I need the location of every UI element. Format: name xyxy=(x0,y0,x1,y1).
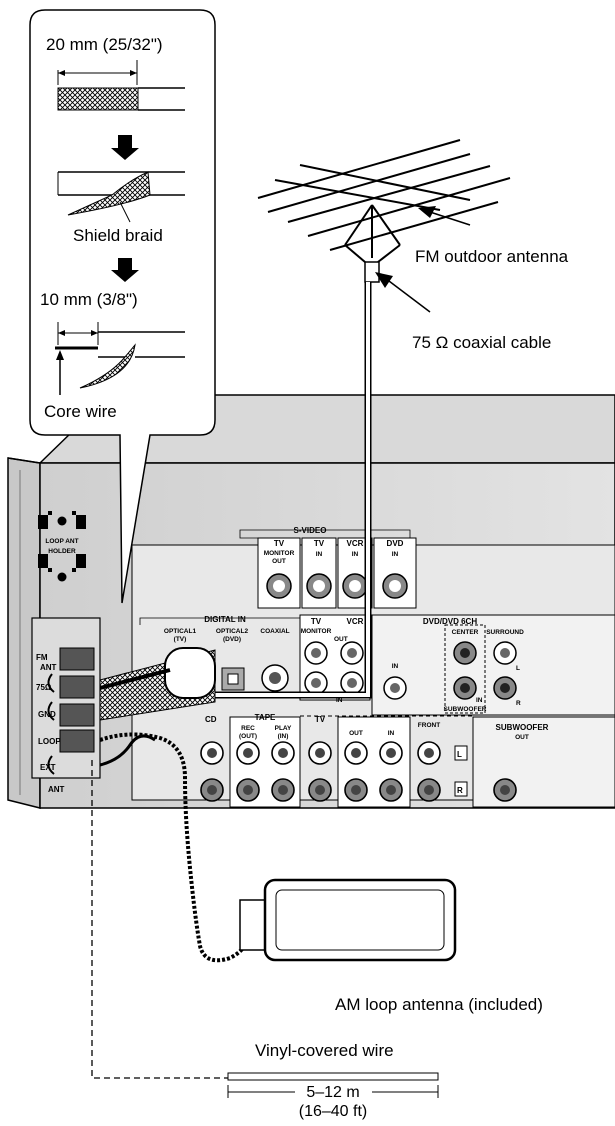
fm-ant-label: FM xyxy=(36,653,48,662)
loop-label: LOOP xyxy=(38,737,61,746)
wire-length-m: 5–12 m xyxy=(306,1084,359,1101)
fm-outdoor-antenna-label: FM outdoor antenna xyxy=(415,247,569,266)
loop-ant-holder-label: LOOP ANT xyxy=(45,538,78,545)
tv-label: TV xyxy=(311,617,322,626)
s-video-section: S-VIDEO TV MONITOR OUT TV IN VCR IN DVD … xyxy=(239,526,417,609)
surround-label: SURROUND xyxy=(486,629,524,636)
am-loop-antenna-label: AM loop antenna (included) xyxy=(335,995,543,1014)
vinyl-covered-wire xyxy=(91,760,439,1098)
gnd-label: GND xyxy=(38,710,56,719)
ext-label: EXT xyxy=(40,763,56,772)
r-badge: R xyxy=(457,786,463,795)
cable-prep-inset xyxy=(29,9,216,604)
cd-label: CD xyxy=(205,715,217,724)
s-video-label: S-VIDEO xyxy=(294,526,327,535)
loop-ant-holder-label-2: HOLDER xyxy=(48,548,76,555)
surround-l: L xyxy=(516,665,520,672)
coaxial-label: COAXIAL xyxy=(260,628,289,635)
fm-outdoor-antenna xyxy=(257,139,511,283)
s-video-out-label: OUT xyxy=(272,558,286,565)
strip-length-10mm: 10 mm (3/8") xyxy=(40,290,138,309)
tape-label: TAPE xyxy=(255,713,276,722)
tv-vcr-monitor-section: TV MONITOR OUT VCR IN xyxy=(299,614,371,704)
rec-label: REC xyxy=(241,725,255,732)
rec-out-label: (OUT) xyxy=(239,733,257,740)
play-in-label: (IN) xyxy=(278,733,289,740)
antenna-terminal-block: FM ANT 75Ω GND LOOP EXT ANT xyxy=(31,617,101,794)
vcr-out-label: OUT xyxy=(349,730,363,737)
s-video-dvd-label: DVD xyxy=(387,539,404,548)
s-video-tv-in-sub: IN xyxy=(316,551,323,558)
optical1-label: OPTICAL1 xyxy=(164,628,197,635)
subwoofer-out-label: SUBWOOFER xyxy=(496,723,549,732)
subwoofer-out-sub: OUT xyxy=(515,734,529,741)
l-badge: L xyxy=(457,750,462,759)
digital-in-section: DIGITAL IN OPTICAL1 (TV) OPTICAL2 (DVD) … xyxy=(139,615,301,692)
subwoofer-in-label: IN xyxy=(476,697,483,704)
ant-label: ANT xyxy=(48,785,65,794)
s-video-tv-label: TV xyxy=(274,539,285,548)
dvd-in-label: IN xyxy=(392,663,399,670)
front-label: FRONT xyxy=(418,722,440,729)
in-label: IN xyxy=(336,697,343,704)
am-loop-antenna xyxy=(99,732,457,963)
s-video-tv-in-label: TV xyxy=(314,539,325,548)
vinyl-wire-label: Vinyl-covered wire xyxy=(255,1041,394,1060)
ohm75-label: 75Ω xyxy=(36,683,52,692)
subwoofer-small-label: SUBWOOFER xyxy=(444,706,487,713)
digital-in-label: DIGITAL IN xyxy=(204,615,246,624)
optical2-sub: (DVD) xyxy=(223,636,241,643)
coax-braid-at-terminal xyxy=(99,647,216,721)
dvd-6ch-label: DVD/DVD 6CH xyxy=(423,617,477,626)
fm-ant-label-2: ANT xyxy=(40,663,57,672)
dvd-6ch-section: DVD/DVD 6CH IN CENTER IN SUBWOOFER SURRO… xyxy=(371,614,615,716)
vcr-in-label: IN xyxy=(388,730,395,737)
s-video-vcr-in: IN xyxy=(352,551,359,558)
core-wire-label: Core wire xyxy=(44,402,117,421)
loop-antenna-holder: LOOP ANT HOLDER xyxy=(38,511,86,582)
s-video-monitor-label: MONITOR xyxy=(264,550,295,557)
optical1-sub: (TV) xyxy=(174,636,187,643)
monitor-label: MONITOR xyxy=(301,628,332,635)
surround-r: R xyxy=(516,700,521,707)
optical2-label: OPTICAL2 xyxy=(216,628,249,635)
down-arrow-icon xyxy=(111,135,139,160)
down-arrow-icon-2 xyxy=(111,258,139,282)
s-video-dvd-in: IN xyxy=(392,551,399,558)
vcr-label: VCR xyxy=(347,617,364,626)
coaxial-cable-label: 75 Ω coaxial cable xyxy=(412,333,551,352)
strip-length-20mm: 20 mm (25/32") xyxy=(46,35,163,54)
bottom-jack-row: CD TAPE REC (OUT) PLAY (IN) TV OUT IN FR… xyxy=(200,713,615,808)
shield-braid-label: Shield braid xyxy=(73,226,163,245)
play-label: PLAY xyxy=(275,725,292,732)
out-label: OUT xyxy=(334,636,348,643)
tv-bottom-label: TV xyxy=(315,715,326,724)
s-video-vcr-label: VCR xyxy=(347,539,364,548)
wire-length-ft: (16–40 ft) xyxy=(299,1103,367,1120)
center-label: CENTER xyxy=(452,629,479,636)
